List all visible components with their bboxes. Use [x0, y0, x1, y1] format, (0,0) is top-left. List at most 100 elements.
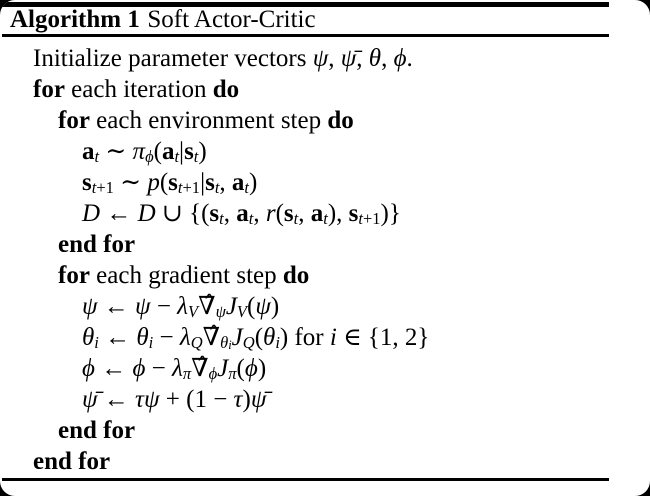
- algorithm-line: ψ̄ ← τψ + (1 − τ)ψ̄: [0, 384, 650, 415]
- math-segment: (: [254, 324, 264, 351]
- math-segment: λ: [177, 293, 188, 320]
- math-segment: r: [265, 200, 276, 227]
- math-segment: ): [249, 169, 258, 196]
- math-segment: D: [82, 200, 101, 227]
- math-segment: Initialize parameter vectors: [33, 45, 313, 72]
- math-segment: (: [247, 293, 256, 320]
- math-segment: ∼: [99, 138, 133, 165]
- math-segment: i: [94, 332, 99, 352]
- math-segment: (: [153, 138, 162, 165]
- math-segment: s: [82, 169, 92, 196]
- math-segment: ϕ: [145, 146, 154, 166]
- math-segment: s: [205, 169, 215, 196]
- math-segment: t: [174, 146, 180, 166]
- algorithm-line: for each gradient step do: [0, 260, 650, 291]
- algorithm-line: for each iteration do: [0, 74, 650, 105]
- math-segment: +1: [362, 208, 381, 228]
- algorithm-line: θi ← θi − λQ∇̂θiJQ(θi) for i ∈ {1, 2}: [0, 322, 650, 353]
- math-segment: end for: [58, 231, 136, 258]
- math-segment: ,: [253, 200, 266, 227]
- math-segment: ψ: [143, 386, 160, 413]
- math-segment: each iteration: [64, 76, 213, 103]
- math-segment: (: [275, 200, 284, 227]
- math-segment: V: [236, 301, 248, 321]
- math-segment: ψ: [312, 45, 329, 72]
- math-segment: ,: [219, 169, 232, 196]
- algorithm-label: Algorithm 1: [10, 6, 140, 33]
- math-segment: ψ: [82, 293, 98, 320]
- algorithm-line: ϕ ← ϕ − λπ∇̂ϕJπ(ϕ): [0, 353, 650, 384]
- math-segment: ϕ: [393, 45, 407, 72]
- math-segment: D: [137, 200, 156, 227]
- math-segment: ∈ {1, 2}: [336, 324, 430, 351]
- math-segment: ): [270, 293, 280, 320]
- algorithm-line: at ∼ πϕ(at|st): [0, 136, 650, 167]
- math-segment: +1: [96, 177, 114, 197]
- math-segment: t: [219, 208, 224, 228]
- math-segment: −: [153, 324, 180, 351]
- math-segment: do: [282, 262, 310, 289]
- math-segment: ,: [381, 45, 394, 72]
- math-segment: each environment step: [89, 107, 328, 134]
- math-segment: p: [147, 169, 160, 196]
- math-segment: ←: [94, 355, 133, 382]
- math-segment: s: [209, 200, 220, 227]
- math-segment: t: [91, 177, 97, 197]
- math-segment: ∪ {(: [155, 200, 210, 227]
- math-segment: a: [310, 200, 324, 227]
- math-segment: s: [348, 200, 359, 227]
- math-segment: Q: [190, 332, 203, 352]
- math-segment: λ: [172, 355, 183, 382]
- math-segment: ∇̂: [202, 324, 221, 351]
- math-segment: ψ̄: [250, 386, 267, 413]
- math-segment: ψ̄: [340, 45, 357, 72]
- math-segment: for: [58, 262, 90, 289]
- math-segment: end for: [33, 448, 111, 475]
- math-segment: π: [182, 363, 192, 383]
- top-rule: [2, 2, 609, 7]
- header-divider-rule: [2, 34, 609, 37]
- algorithm-line: D ← D ∪ {(st, at, r(st, at), st+1)}: [0, 198, 650, 229]
- math-segment: ψ: [255, 293, 271, 320]
- math-segment: |: [179, 138, 185, 165]
- math-segment: t: [293, 208, 299, 228]
- math-segment: ←: [98, 324, 137, 351]
- math-segment: t: [177, 177, 183, 197]
- math-segment: end for: [58, 417, 136, 444]
- math-segment: a: [82, 138, 95, 165]
- math-segment: θ: [82, 324, 95, 351]
- math-segment: for: [33, 76, 65, 103]
- algorithm-title: Soft Actor-Critic: [147, 6, 316, 33]
- algorithm-line: st+1 ∼ p(st+1|st, at): [0, 167, 650, 198]
- math-segment: for: [58, 107, 90, 134]
- math-segment: (: [236, 355, 245, 382]
- math-segment: ,: [223, 200, 237, 227]
- math-segment: θ: [220, 332, 229, 352]
- math-segment: do: [212, 76, 240, 103]
- math-segment: ψ: [215, 301, 226, 321]
- math-segment: t: [94, 146, 100, 166]
- math-segment: ∇̂: [191, 355, 209, 382]
- math-segment: ,: [298, 200, 311, 227]
- math-segment: ψ̄: [82, 386, 98, 413]
- math-segment: t: [244, 177, 249, 197]
- math-segment: ): [257, 355, 267, 382]
- math-segment: t: [248, 208, 254, 228]
- math-segment: s: [184, 138, 194, 165]
- math-segment: ϕ: [208, 363, 218, 383]
- math-segment: t: [193, 146, 199, 166]
- math-segment: V: [188, 301, 199, 321]
- math-segment: τ: [233, 386, 243, 413]
- math-segment: )}: [380, 200, 401, 227]
- math-segment: + (1 −: [159, 386, 234, 413]
- math-segment: ) for: [279, 324, 330, 351]
- math-segment: −: [150, 293, 178, 320]
- math-segment: π: [228, 363, 237, 383]
- math-segment: J: [225, 293, 237, 320]
- math-segment: ←: [97, 386, 136, 413]
- math-segment: i: [148, 332, 154, 352]
- math-segment: each gradient step: [89, 262, 283, 289]
- math-segment: ϕ: [244, 355, 258, 382]
- math-segment: θ: [263, 324, 276, 351]
- math-segment: a: [161, 138, 175, 165]
